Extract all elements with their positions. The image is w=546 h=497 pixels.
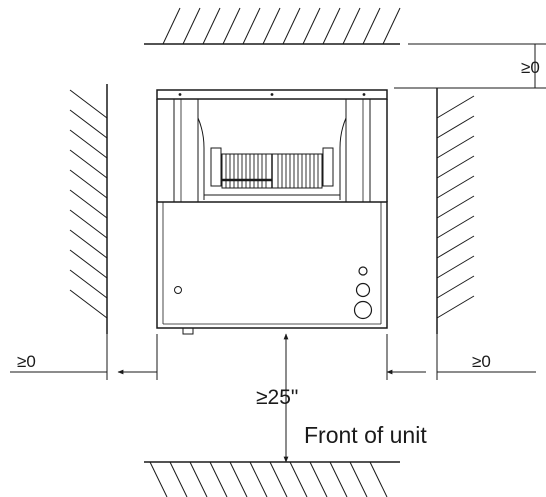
left-clearance-label: ≥0 [17,352,36,371]
left-clearance-dimension [10,334,158,380]
unit-cabinet [156,201,388,329]
knockout-small [358,266,368,276]
right-clearance-label: ≥0 [472,352,491,371]
unit [156,89,388,335]
right-clearance-dimension [386,334,536,380]
top-wall [144,7,401,45]
left-wall [69,84,108,334]
front-clearance-label: ≥25" [256,386,298,409]
knockout-large [353,300,373,320]
bottom-wall [144,461,400,497]
front-of-unit-caption: Front of unit [304,422,427,448]
blower-fan [221,153,323,189]
top-clearance-lines [394,43,546,89]
knockout-medium [355,282,371,298]
right-wall [436,88,475,334]
cabinet-screw [174,286,182,294]
top-clearance-label: ≥0 [521,58,540,77]
